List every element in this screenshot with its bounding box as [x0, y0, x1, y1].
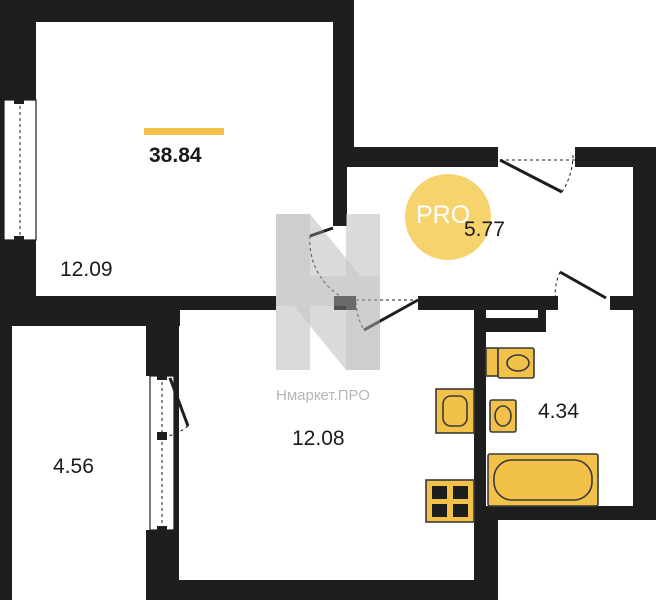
- entrance-door-leaf: [499, 158, 563, 194]
- stove-burner-3: [432, 504, 447, 517]
- window-hinges: [14, 96, 167, 534]
- bathtub-inner: [493, 459, 593, 501]
- wall-hall-bottom-mid: [418, 296, 558, 310]
- pro-badge-text: PRO: [416, 201, 471, 229]
- shaft-interior: [486, 310, 538, 318]
- wall-kitchen-corner: [486, 520, 498, 600]
- bath-door-gap: [558, 296, 610, 310]
- room-area-living: 12.09: [60, 258, 113, 281]
- stove-burner-4: [453, 504, 468, 517]
- hinge-4: [157, 432, 167, 440]
- pro-badge-circle: [405, 174, 491, 260]
- watermark-logo: [276, 214, 380, 370]
- bath-sink-bowl: [494, 405, 512, 427]
- balcony-door-arc: [167, 425, 189, 437]
- wall-kitchen-bottom: [167, 580, 497, 600]
- living-door-leaf: [309, 226, 334, 238]
- wall-bath-bottom-extension: [474, 506, 656, 520]
- wall-living-bottom: [0, 296, 276, 310]
- hinge-1: [14, 96, 24, 104]
- hinge-2: [14, 236, 24, 244]
- wall-top: [0, 0, 354, 22]
- toilet-tank: [485, 347, 499, 377]
- stove-burner-1: [432, 486, 447, 499]
- doors: [167, 149, 610, 437]
- stove-burner-2: [453, 486, 468, 499]
- room-area-balcony: 4.56: [53, 455, 94, 478]
- balcony-door-leaf: [168, 377, 190, 427]
- wall-partition-living-hall: [333, 160, 347, 226]
- watermark-text: Нмаркет.ПРО: [276, 387, 370, 404]
- window-marks: [4, 99, 163, 530]
- total-area: 38.84: [149, 144, 202, 167]
- wall-shaft-bottom: [486, 318, 544, 332]
- wall-hall-bottom-right: [610, 296, 656, 310]
- toilet-bowl: [506, 354, 530, 372]
- bathroom-fixtures: [485, 347, 599, 507]
- wall-hall-top: [333, 147, 498, 167]
- window-balcony-door: [149, 375, 175, 531]
- room-area-hallway: 5.77: [464, 218, 505, 241]
- bath-door-arc: [554, 271, 561, 303]
- hinge-5: [157, 526, 167, 534]
- wall-balcony-top: [0, 310, 180, 326]
- watermark-crossbar: [276, 276, 380, 306]
- hinge-3: [157, 372, 167, 380]
- kitchen-fixtures: [425, 388, 475, 523]
- wall-right: [633, 147, 656, 517]
- wall-kitchen-right: [474, 310, 486, 600]
- kitchen-sink-bowl: [442, 395, 468, 427]
- wall-shaft-right: [538, 310, 546, 332]
- total-area-bar: [144, 128, 224, 135]
- entrance-door-gap: [498, 149, 575, 165]
- bath-door-leaf: [559, 270, 607, 300]
- wall-living-right: [333, 0, 354, 160]
- room-area-bathroom: 4.34: [538, 400, 579, 423]
- room-area-kitchen: 12.08: [292, 427, 345, 450]
- wall-balcony-left: [0, 310, 12, 600]
